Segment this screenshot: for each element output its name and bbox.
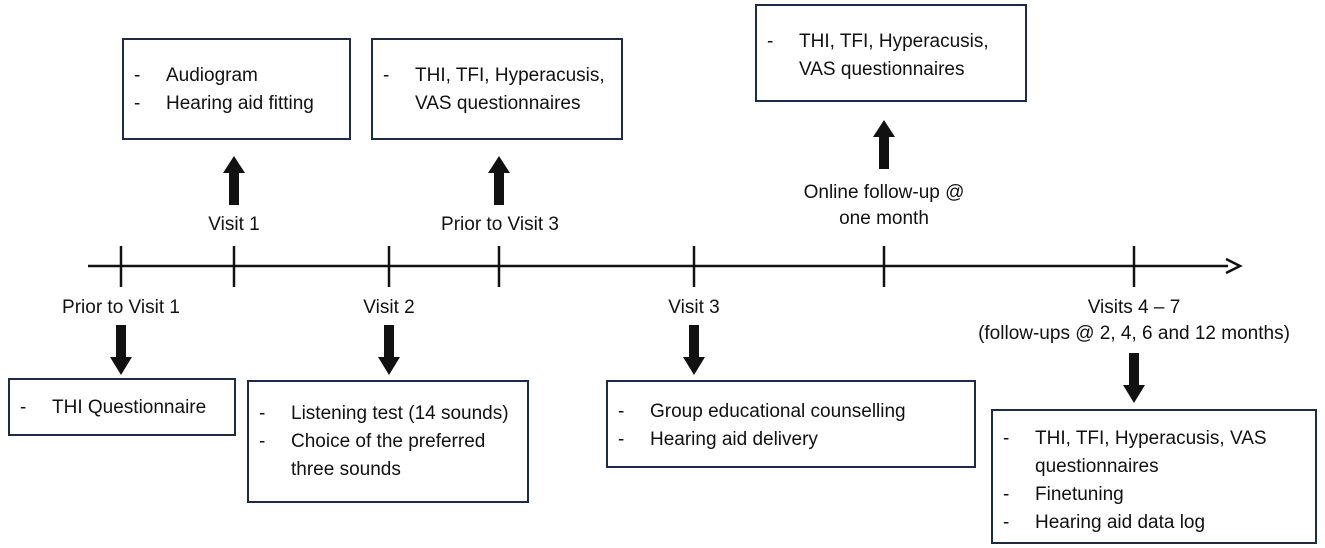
label-visit-2: Visit 2 bbox=[363, 297, 415, 318]
box-item-text: Hearing aid data log bbox=[1035, 512, 1206, 533]
box-item: - Listening test (14 sounds) bbox=[259, 400, 519, 428]
box-prior-visit-1: - THI Questionnaire bbox=[8, 378, 236, 436]
bullet-dash: - bbox=[259, 431, 266, 452]
box-item: - Hearing aid fitting bbox=[134, 90, 341, 118]
box-item-text: Hearing aid delivery bbox=[650, 429, 818, 450]
down-arrow-visit-3 bbox=[683, 325, 705, 375]
bullet-dash: - bbox=[1003, 512, 1010, 533]
box-item-text: Hearing aid fitting bbox=[166, 93, 314, 114]
box-visit-1: - Audiogram - Hearing aid fitting bbox=[122, 38, 351, 140]
bullet-dash: - bbox=[134, 93, 141, 114]
box-item-text: THI, TFI, Hyperacusis, VAS questionnaire… bbox=[1035, 428, 1267, 477]
up-arrow-visit-1 bbox=[223, 156, 245, 205]
box-prior-visit-3: - THI, TFI, Hyperacusis, VAS questionnair… bbox=[371, 38, 623, 140]
box-item: - THI, TFI, Hyperacusis, VAS questionnair… bbox=[767, 28, 1017, 84]
box-item: - THI, TFI, Hyperacusis, VAS questionnair… bbox=[383, 62, 613, 118]
label-online-line1: Online follow-up @ bbox=[803, 182, 965, 203]
bullet-dash: - bbox=[383, 65, 390, 86]
box-item: - THI, TFI, Hyperacusis, VAS questionnair… bbox=[1003, 425, 1307, 481]
box-item: - Group educational counselling bbox=[618, 398, 966, 426]
bullet-dash: - bbox=[1003, 484, 1010, 505]
bullet-dash: - bbox=[134, 65, 141, 86]
up-arrow-online-followup bbox=[873, 120, 895, 169]
bullet-dash: - bbox=[618, 429, 625, 450]
box-item-text: Choice of the preferred three sounds bbox=[291, 431, 486, 480]
box-online-followup: - THI, TFI, Hyperacusis, VAS questionnair… bbox=[755, 4, 1027, 102]
bullet-dash: - bbox=[618, 401, 625, 422]
label-prior-visit-1: Prior to Visit 1 bbox=[62, 297, 180, 318]
label-online-followup: Online follow-up @ one month bbox=[764, 180, 1004, 232]
box-item: - Finetuning bbox=[1003, 481, 1307, 509]
bullet-dash: - bbox=[767, 31, 774, 52]
box-visit-2: - Listening test (14 sounds) - Choice of th… bbox=[247, 380, 529, 503]
bullet-dash: - bbox=[20, 397, 27, 418]
down-arrow-prior-visit-1 bbox=[110, 325, 132, 375]
box-item-text: Finetuning bbox=[1035, 484, 1124, 505]
label-visit-1: Visit 1 bbox=[208, 214, 260, 235]
box-item-text: Listening test (14 sounds) bbox=[291, 403, 509, 424]
down-arrow-visits-4-7 bbox=[1123, 353, 1145, 403]
box-item-text: Audiogram bbox=[166, 65, 258, 86]
box-item-text: THI Questionnaire bbox=[52, 397, 207, 418]
box-item-text: THI, TFI, Hyperacusis, VAS questionnaire… bbox=[799, 31, 989, 80]
label-visit-3: Visit 3 bbox=[668, 297, 720, 318]
box-item: - Hearing aid delivery bbox=[618, 426, 966, 454]
box-item-text: THI, TFI, Hyperacusis, VAS questionnaire… bbox=[415, 65, 605, 114]
label-visits-4-7: Visits 4 – 7 (follow-ups @ 2, 4, 6 and 1… bbox=[949, 295, 1319, 347]
box-item: - Audiogram bbox=[134, 62, 341, 90]
label-visits47-line1: Visits 4 – 7 bbox=[1087, 297, 1181, 318]
box-item-text: Group educational counselling bbox=[650, 401, 906, 422]
box-item: - Choice of the preferred three sounds bbox=[259, 428, 519, 484]
label-visits47-line2: (follow-ups @ 2, 4, 6 and 12 months) bbox=[978, 323, 1290, 344]
box-visit-3: - Group educational counselling - Hearing a… bbox=[606, 380, 976, 468]
bullet-dash: - bbox=[1003, 428, 1010, 449]
box-item: - Hearing aid data log bbox=[1003, 509, 1307, 537]
box-item: - THI Questionnaire bbox=[20, 394, 226, 422]
box-visits-4-7: - THI, TFI, Hyperacusis, VAS questionnair… bbox=[991, 409, 1317, 544]
up-arrow-prior-visit-3 bbox=[488, 156, 510, 205]
label-prior-visit-3: Prior to Visit 3 bbox=[441, 214, 559, 235]
bullet-dash: - bbox=[259, 403, 266, 424]
timeline-arrowhead bbox=[1225, 257, 1243, 275]
down-arrow-visit-2 bbox=[378, 325, 400, 375]
label-online-line2: one month bbox=[839, 208, 929, 229]
